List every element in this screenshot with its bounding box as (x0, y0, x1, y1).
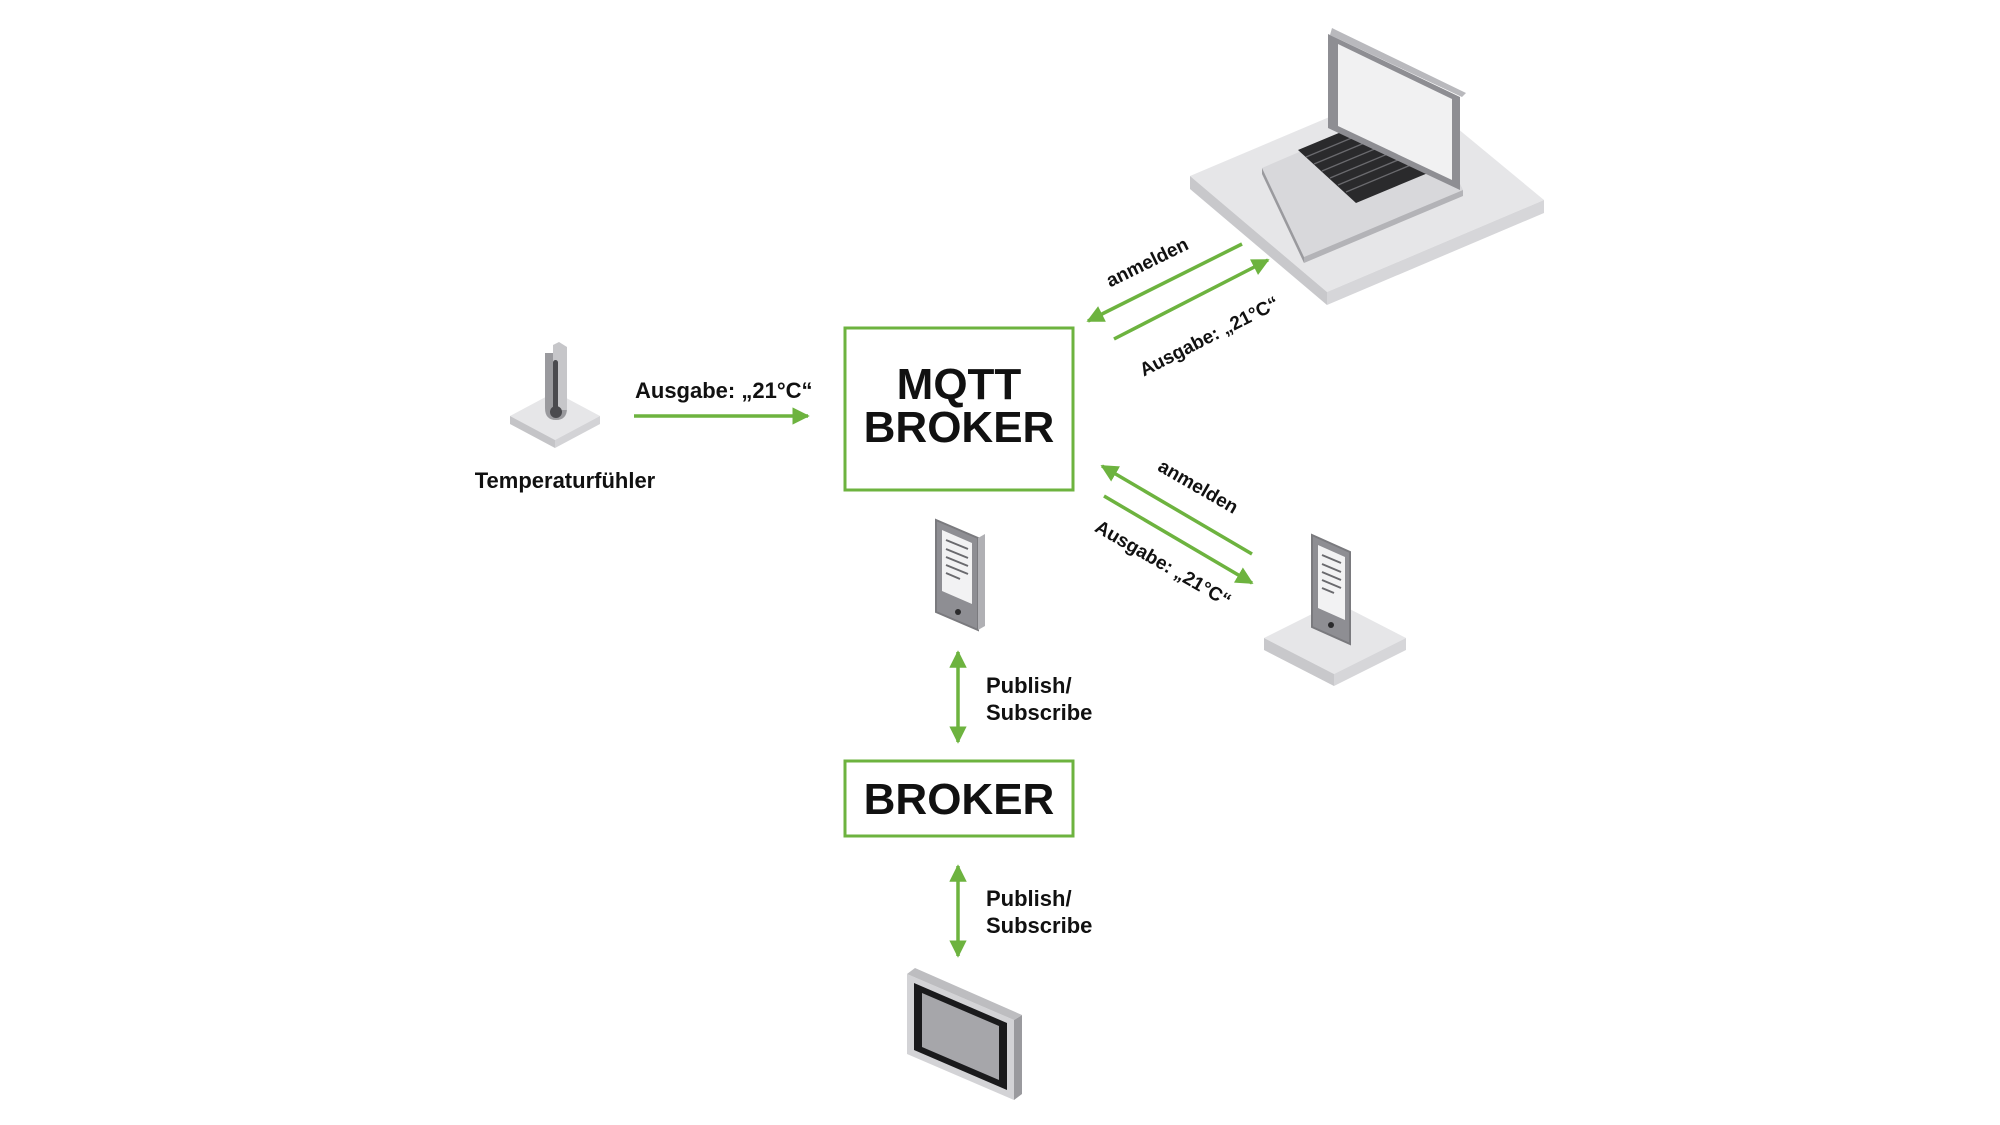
arrow-phone-login (1100, 464, 1253, 556)
edge-label-laptop-login: anmelden (1103, 234, 1192, 292)
laptop-icon (1190, 28, 1544, 305)
edge-label-panel-line1: Publish/ (986, 886, 1072, 911)
thermometer-icon (510, 342, 600, 448)
broker-box (843, 759, 1075, 838)
mobile-device-icon (935, 518, 985, 632)
edge-label-phone-login: anmelden (1154, 456, 1241, 519)
broker-label: BROKER (864, 775, 1055, 824)
mqtt-broker-line1: MQTT (897, 360, 1022, 409)
mqtt-broker-line2: BROKER (864, 403, 1055, 452)
arrow-phone-output (1103, 494, 1254, 585)
edge-label-laptop-output: Ausgabe: „21°C“ (1136, 293, 1282, 381)
edge-label-gateway-line2: Subscribe (986, 700, 1092, 725)
arrow-laptop-output (1113, 258, 1270, 341)
edge-label-panel-line2: Subscribe (986, 913, 1092, 938)
edge-label-gateway-line1: Publish/ (986, 673, 1072, 698)
sensor-label: Temperaturfühler (475, 468, 656, 493)
mqtt-broker-box (843, 326, 1075, 492)
edge-label-sensor-output: Ausgabe: „21°C“ (635, 378, 813, 403)
smartphone-icon (1264, 533, 1406, 686)
arrow-laptop-login (1086, 242, 1243, 323)
touch-panel-icon (907, 968, 1022, 1100)
